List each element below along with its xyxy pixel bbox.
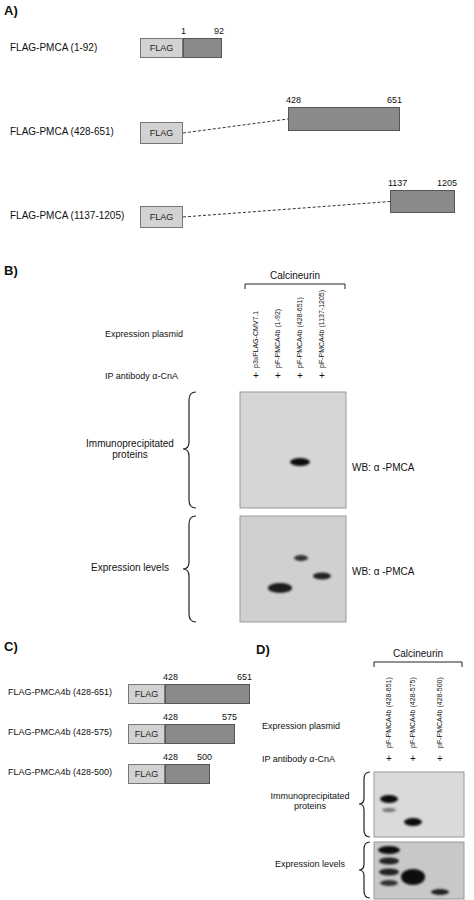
tag-name: FLAG xyxy=(141,39,182,57)
residue-number: 651 xyxy=(387,95,402,105)
residue-number: 575 xyxy=(222,712,237,722)
curly-bracket xyxy=(359,842,370,898)
blot-label: Expression levels xyxy=(266,860,354,870)
protein-segment: 428575 xyxy=(165,724,235,744)
blot-label: Expression levels xyxy=(80,562,180,573)
residue-number: 1137 xyxy=(388,178,407,188)
blot-label: Immunoprecipitated proteins xyxy=(266,792,354,812)
protein-band xyxy=(380,795,398,803)
tag-name: FLAG xyxy=(141,207,182,227)
group-bracket xyxy=(374,662,462,667)
row-label: Expression plasmid xyxy=(262,722,340,732)
residue-number: 500 xyxy=(197,752,212,762)
construct-name: FLAG-PMCA4b (428-500) xyxy=(8,768,112,778)
tag-box: FLAG xyxy=(140,122,183,144)
residue-number: 428 xyxy=(163,712,178,722)
residue-number: 1205 xyxy=(437,178,457,188)
lane-label: pF-PMCA4b (1-92) xyxy=(274,309,282,368)
blot-membrane xyxy=(374,842,464,899)
construct-name: FLAG-PMCA (428-651) xyxy=(10,126,114,137)
tag-box: FLAG xyxy=(140,206,183,228)
panel-letter: C) xyxy=(4,640,18,654)
lane-label: p3xFLAG-CMV7.1 xyxy=(252,311,260,368)
tag-box: FLAG xyxy=(128,764,165,784)
residue-number: 1 xyxy=(181,26,186,36)
row-label: Expression plasmid xyxy=(105,330,183,340)
curly-bracket xyxy=(359,772,370,837)
construct-name: FLAG-PMCA (1137-1205) xyxy=(10,210,124,221)
lane-mark: + xyxy=(437,753,443,764)
row-label: IP antibody α-CnA xyxy=(262,755,335,765)
protein-band xyxy=(379,858,399,865)
protein-band xyxy=(313,573,331,580)
construct-name: FLAG-PMCA4b (428-575) xyxy=(8,728,112,738)
residue-number: 651 xyxy=(237,672,252,682)
lane-label: pF-PMCA4b (428-500) xyxy=(436,677,444,748)
protein-segment: 428651 xyxy=(165,684,250,704)
protein-segment: 428500 xyxy=(165,764,210,784)
lane-label: pF-PMCA4b (1137-1205) xyxy=(318,290,326,368)
lane-mark: + xyxy=(410,753,416,764)
panel-letter: A) xyxy=(4,4,18,18)
protein-band xyxy=(431,889,449,895)
lane-mark: + xyxy=(297,370,303,381)
protein-band xyxy=(378,846,400,854)
blot-label: Immunoprecipitated proteins xyxy=(80,438,180,460)
tag-box: FLAG xyxy=(140,38,183,58)
protein-band xyxy=(290,458,310,466)
protein-band xyxy=(380,880,398,886)
panel-letter: D) xyxy=(256,643,270,657)
protein-segment: 192 xyxy=(183,38,222,58)
lane-label: pF-PMCA4b (428-651) xyxy=(296,297,304,368)
tag-box: FLAG xyxy=(128,724,165,744)
construct-name: FLAG-PMCA (1-92) xyxy=(10,42,97,53)
curly-bracket xyxy=(183,392,196,508)
antibody-label: WB: α -PMCA xyxy=(352,462,414,473)
protein-band xyxy=(404,818,422,826)
construct-name: FLAG-PMCA4b (428-651) xyxy=(8,688,112,698)
group-label: Calcineurin xyxy=(270,270,320,281)
lane-mark: + xyxy=(319,370,325,381)
protein-band xyxy=(382,808,396,812)
lane-mark: + xyxy=(253,370,259,381)
tag-name: FLAG xyxy=(129,725,164,743)
residue-number: 92 xyxy=(214,26,224,36)
protein-segment: 11371205 xyxy=(390,190,455,213)
dashed-connector xyxy=(183,202,390,218)
group-bracket xyxy=(245,284,345,289)
protein-band xyxy=(268,583,292,593)
tag-name: FLAG xyxy=(129,685,164,703)
residue-number: 428 xyxy=(286,95,301,105)
protein-segment: 428651 xyxy=(288,107,400,131)
tag-name: FLAG xyxy=(141,123,182,143)
lane-mark: + xyxy=(386,753,392,764)
residue-number: 428 xyxy=(163,672,178,682)
blot-membrane xyxy=(374,772,464,837)
dashed-connector xyxy=(183,119,288,133)
lane-mark: + xyxy=(275,370,281,381)
row-label: IP antibody α-CnA xyxy=(105,372,178,382)
blot-membrane xyxy=(240,392,346,508)
lane-label: pF-PMCA4b (428-575) xyxy=(409,677,417,748)
tag-name: FLAG xyxy=(129,765,164,783)
tag-box: FLAG xyxy=(128,684,165,704)
protein-band xyxy=(401,869,425,885)
antibody-label: WB: α -PMCA xyxy=(352,566,414,577)
lane-label: pF-PMCA4b (428-651) xyxy=(385,677,393,748)
blot-membrane xyxy=(240,516,346,622)
protein-band xyxy=(379,869,399,876)
protein-band xyxy=(294,555,308,561)
group-label: Calcineurin xyxy=(393,648,443,659)
residue-number: 428 xyxy=(163,752,178,762)
panel-letter: B) xyxy=(4,264,18,278)
curly-bracket xyxy=(183,516,196,622)
